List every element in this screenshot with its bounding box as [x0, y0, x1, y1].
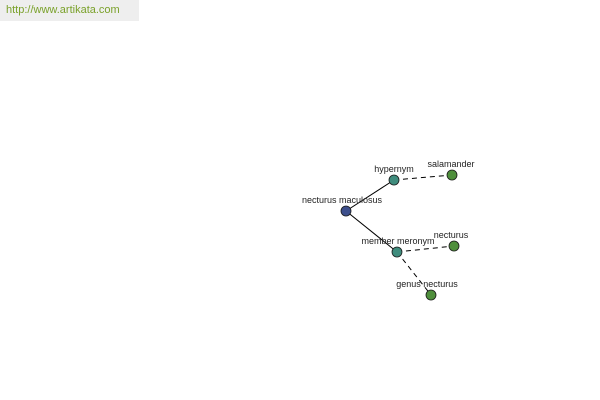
labels-layer: necturus maculosus hypernym salamander m… [302, 159, 475, 289]
edges-layer [345, 174, 455, 296]
node-member-meronym[interactable] [391, 246, 403, 258]
node-label-member-meronym[interactable]: member meronym [361, 236, 434, 246]
node-salamander[interactable] [446, 169, 458, 181]
nodes-layer [340, 169, 460, 301]
node-label-center[interactable]: necturus maculosus [302, 195, 383, 205]
edge-member-meronym-genus-necturus [396, 251, 432, 296]
node-genus-necturus[interactable] [425, 289, 437, 301]
node-necturus[interactable] [448, 240, 460, 252]
edge-center-hypernym [345, 179, 395, 212]
edge-center-member-meronym [345, 210, 398, 253]
site-url-link[interactable]: http://www.artikata.com [0, 0, 139, 21]
node-label-genus-necturus[interactable]: genus necturus [396, 279, 458, 289]
node-label-necturus[interactable]: necturus [434, 230, 469, 240]
edge-hypernym-salamander [393, 174, 453, 181]
node-center[interactable] [340, 205, 352, 217]
node-hypernym[interactable] [388, 174, 400, 186]
node-label-salamander[interactable]: salamander [427, 159, 474, 169]
edge-member-meronym-necturus [396, 245, 455, 253]
node-label-hypernym[interactable]: hypernym [374, 164, 414, 174]
